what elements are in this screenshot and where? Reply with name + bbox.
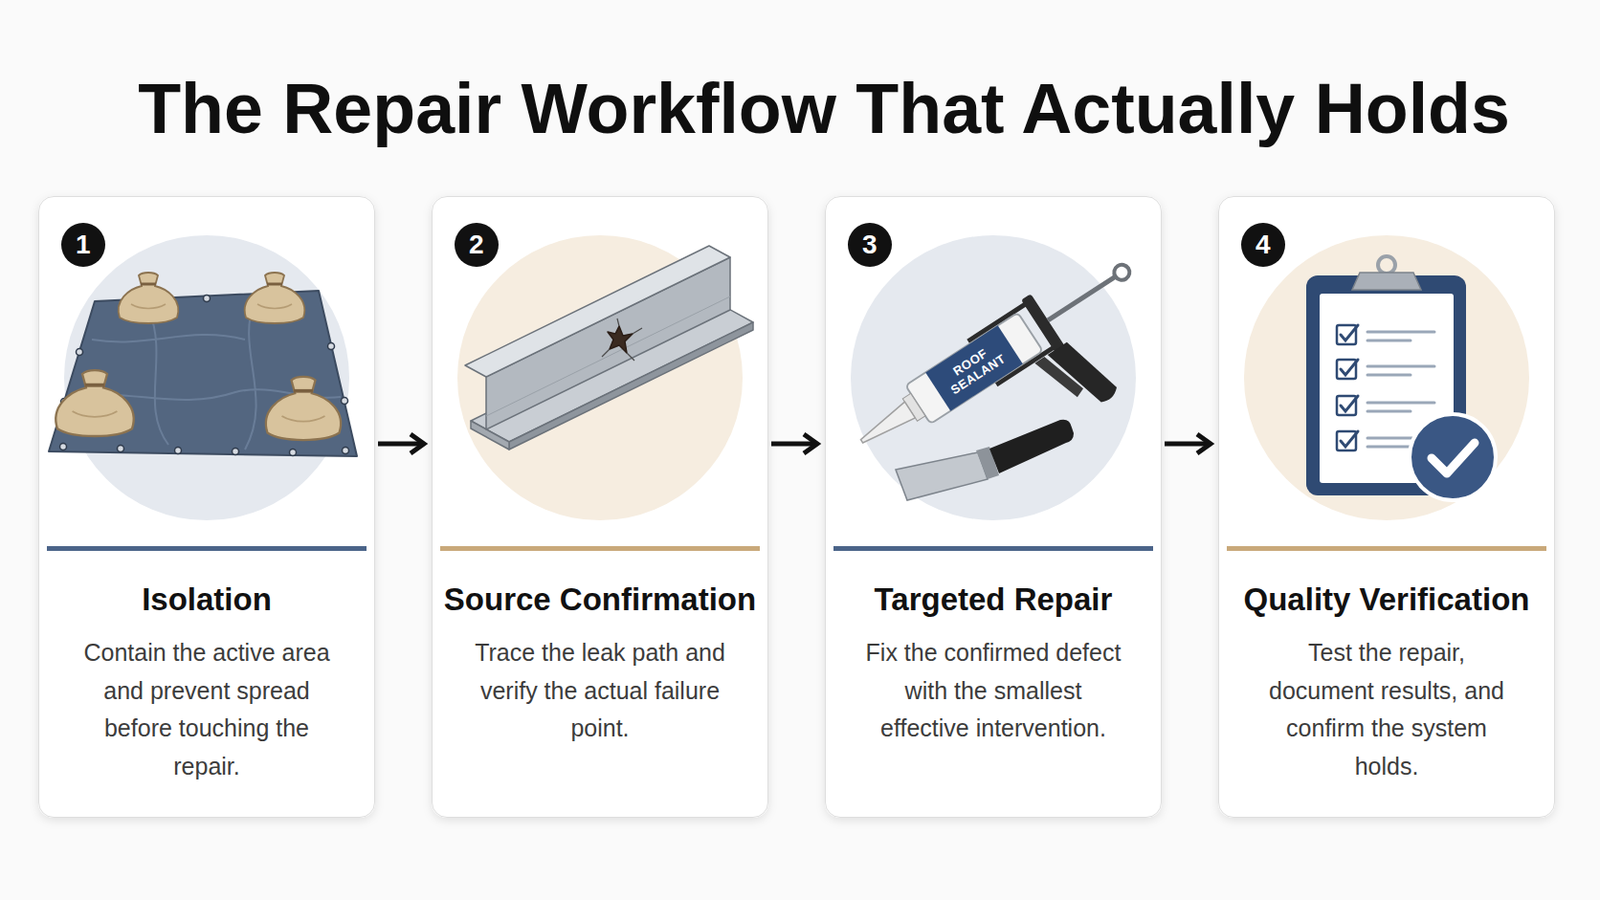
step-number: 2 (468, 231, 485, 259)
tarp-illustration (48, 272, 357, 457)
checklist-illustration (1409, 414, 1496, 501)
sealant-illustration (844, 242, 1183, 526)
beam-illustration (607, 326, 633, 354)
step-description: Fix the confirmed defect with the smalle… (863, 634, 1124, 749)
checklist-illustration (1367, 331, 1435, 334)
checklist-illustration (1367, 445, 1411, 449)
flow-arrow (771, 442, 818, 447)
tarp-illustration (341, 398, 349, 405)
card-background (38, 196, 1556, 819)
tarp-illustration (328, 343, 335, 351)
sealant-illustration (989, 420, 1074, 474)
checklist-illustration (1340, 431, 1358, 447)
sealant-illustration (1021, 293, 1066, 354)
number-badge (61, 222, 106, 267)
number-badge (847, 222, 892, 267)
checklist-illustration (1340, 325, 1358, 341)
step-card: Source ConfirmationTrace the leak path a… (431, 196, 769, 819)
checklist-illustration (1336, 325, 1356, 451)
checklist-illustration (1367, 374, 1411, 378)
checklist-illustration (1306, 256, 1496, 501)
divider-line (46, 546, 1547, 552)
beam-illustration (486, 296, 731, 417)
checklist-illustration (1367, 401, 1435, 405)
checklist-illustration (1352, 272, 1422, 290)
divider-line (46, 546, 367, 552)
checklist-illustration (1431, 443, 1475, 474)
tarp-illustration (175, 447, 182, 455)
card-background (1218, 196, 1556, 819)
step-description: Contain the active area and prevent spre… (76, 634, 337, 786)
divider-line (440, 546, 760, 552)
divider-line (1226, 546, 1547, 552)
step-number: 1 (75, 231, 91, 259)
flow-arrow (377, 442, 424, 447)
divider-line (833, 546, 1154, 552)
card-background (431, 196, 769, 819)
tarp-illustration (55, 370, 134, 437)
tarp-illustration (266, 377, 341, 441)
icon-circle (1244, 235, 1530, 521)
beam-illustration (601, 318, 643, 361)
sealant-illustration (1034, 348, 1086, 407)
step-heading: Isolation (141, 580, 272, 620)
checklist-illustration (1340, 325, 1358, 447)
number-badge (61, 222, 1286, 267)
beam-illustration (465, 245, 731, 378)
step-description: Test the repair, document results, and c… (1256, 634, 1517, 786)
beam-illustration (465, 245, 754, 450)
sealant-illustration (856, 401, 915, 449)
checklist-illustration (1340, 396, 1358, 412)
step-heading: Targeted Repair (874, 580, 1113, 620)
step-number: 4 (1255, 231, 1271, 259)
checklist-illustration (1377, 256, 1396, 274)
flow-arrow (1164, 442, 1211, 447)
step-number: 3 (862, 231, 878, 259)
sealant-illustration (895, 452, 988, 501)
tarp-illustration (342, 447, 350, 455)
icon-circle (850, 235, 1136, 521)
step-card: IsolationContain the active area and pre… (38, 196, 376, 819)
tarp-illustration (232, 448, 240, 456)
checklist-illustration (1340, 359, 1358, 376)
card-background (824, 196, 1162, 819)
sealant-illustration (1111, 262, 1133, 284)
checklist-illustration (1367, 365, 1435, 369)
checklist-illustration (1367, 339, 1411, 343)
card-background (38, 196, 376, 819)
title: The Repair Workflow That Actually Holds (137, 68, 1511, 151)
step-description: Trace the leak path and verify the actua… (469, 634, 731, 749)
step-heading: Quality Verification (1244, 580, 1531, 620)
tarp-illustration (76, 349, 84, 356)
tarp-illustration (244, 272, 306, 324)
checklist-illustration (1367, 410, 1411, 414)
tarp-illustration (60, 444, 67, 451)
sealant-illustration (905, 312, 1044, 425)
sealant-illustration (844, 242, 1183, 526)
tarp-illustration (118, 272, 179, 324)
step-heading: Source Confirmation (444, 580, 756, 620)
tarp-illustration (48, 290, 357, 457)
sealant-illustration (925, 325, 1023, 411)
step-card: Targeted RepairFix the confirmed defect … (824, 196, 1162, 819)
tarp-illustration (203, 295, 211, 303)
tarp-illustration (289, 449, 297, 457)
number-badge (1241, 222, 1286, 267)
number-badge (454, 222, 499, 267)
tarp-illustration (117, 445, 125, 453)
sealant-illustration (1047, 275, 1117, 321)
step-card: Quality VerificationTest the repair, doc… (1218, 196, 1556, 819)
